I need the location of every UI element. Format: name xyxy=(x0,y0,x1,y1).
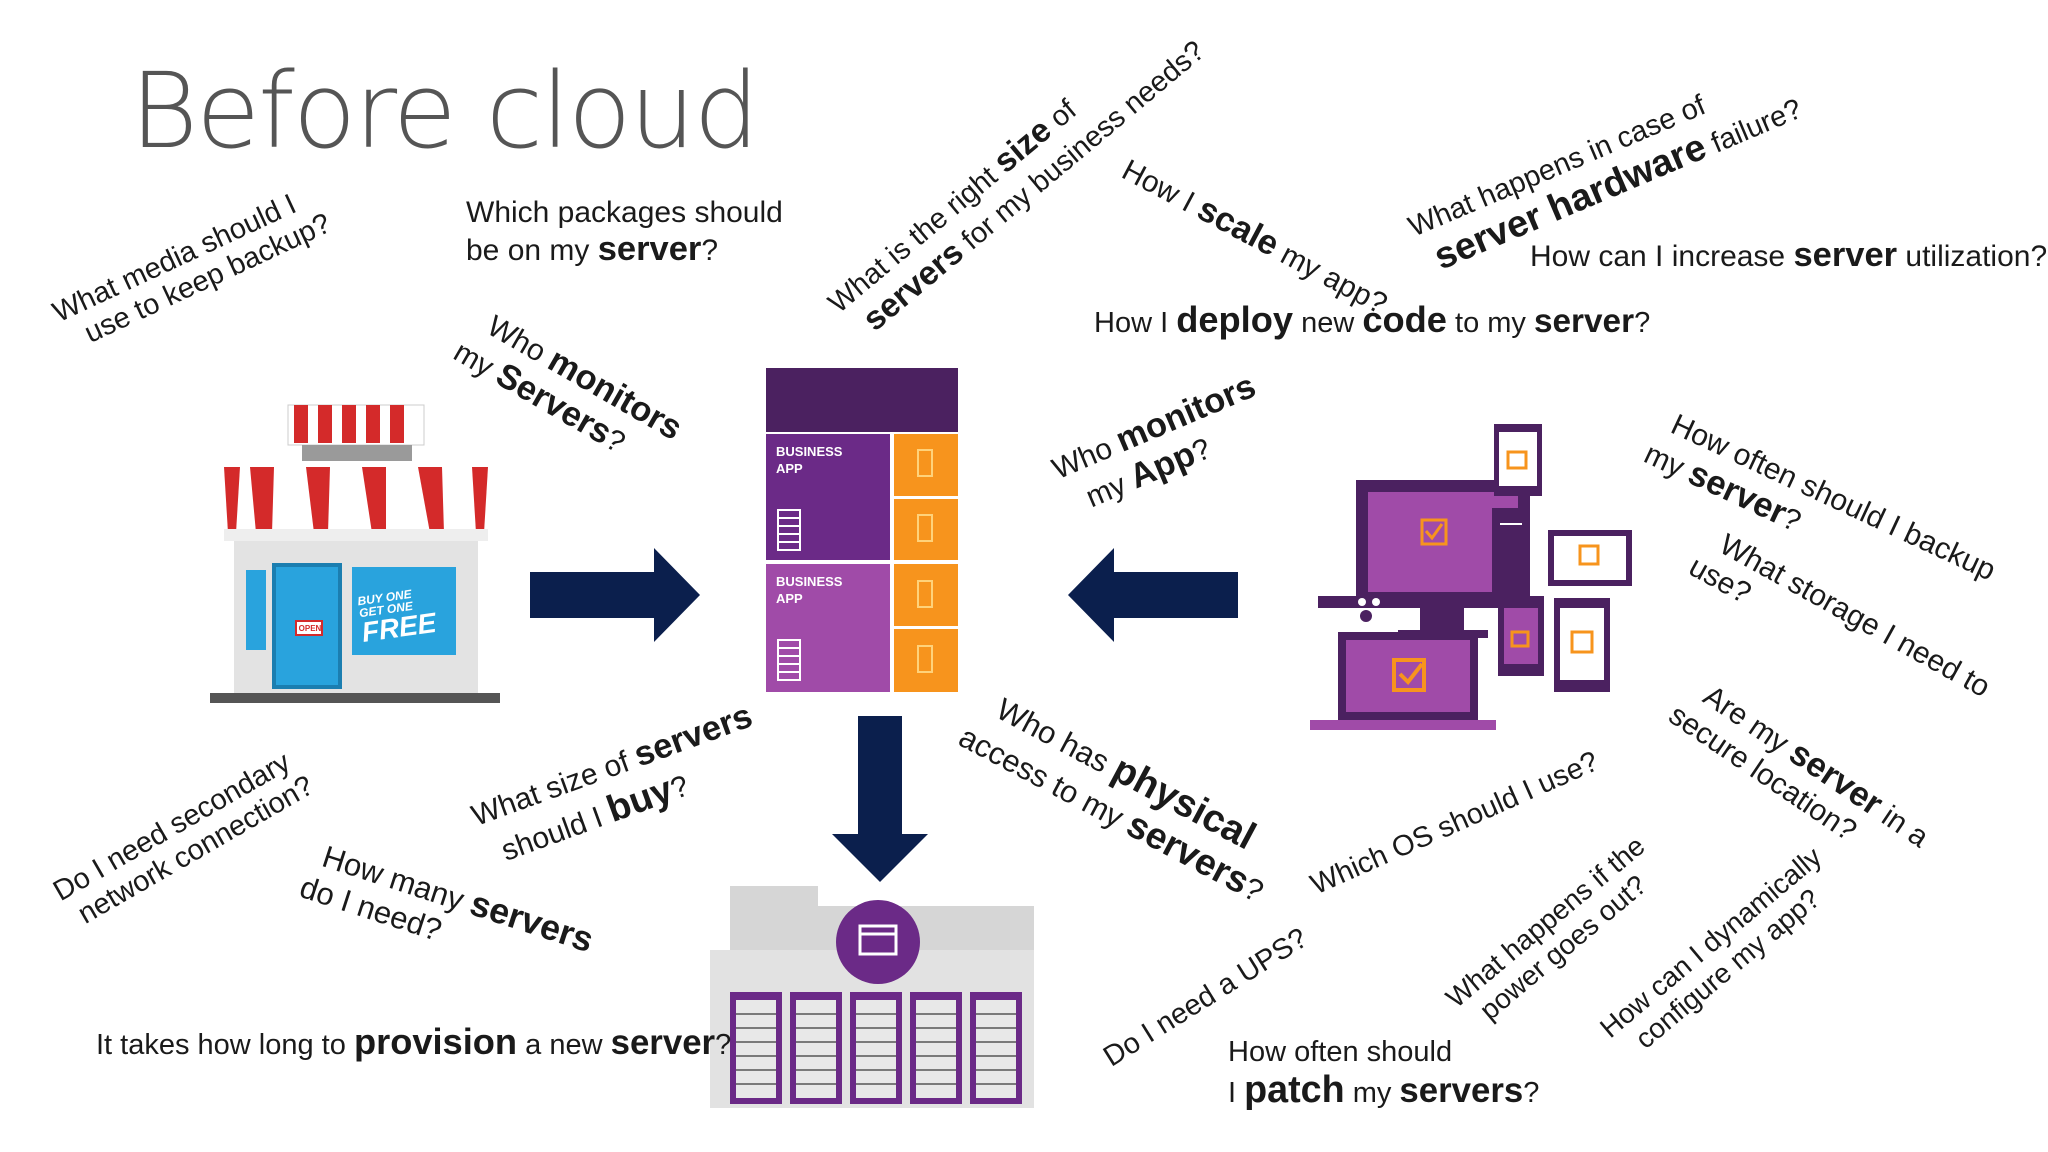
question-secondary: Do I need secondary network connection? xyxy=(48,746,320,931)
question-patch: How often should I patch my servers? xyxy=(1228,1036,1540,1111)
top-awning-stripes xyxy=(294,405,404,443)
question-deploy: How I deploy new code to my server? xyxy=(1094,299,1651,340)
question-size-servers: What size of servers should I buy? xyxy=(467,696,758,868)
server-rack-icon xyxy=(777,509,801,551)
arrow-right-icon xyxy=(530,548,700,642)
question-scale: How I scale my app? xyxy=(1116,153,1393,322)
devices-illustration xyxy=(1310,424,1632,730)
store-door-sign: OPEN xyxy=(298,624,322,633)
database-icons xyxy=(917,449,933,673)
business-app-block-1: BUSINESS APP xyxy=(766,434,890,560)
service-tile-4 xyxy=(894,629,958,692)
question-monitors-app: Who monitors my App? xyxy=(1047,366,1262,514)
business-app-label-2: BUSINESS APP xyxy=(776,574,843,606)
question-many-servers: How many servers do I need? xyxy=(295,838,599,961)
question-provision: It takes how long to provision a new ser… xyxy=(96,1021,732,1062)
business-app-label-1: BUSINESS APP xyxy=(776,444,843,476)
service-tile-1 xyxy=(894,434,958,496)
service-tile-2 xyxy=(894,499,958,560)
storefront-illustration xyxy=(210,404,500,703)
server-rack-icon xyxy=(777,639,801,681)
question-os: Which OS should I use? xyxy=(1306,745,1604,902)
question-packages: Which packages should be on my server? xyxy=(466,196,783,268)
arrow-down-icon xyxy=(832,716,928,882)
app-stack: BUSINESS APP BUSINESS APP xyxy=(766,368,958,692)
page-title: Before cloud xyxy=(130,50,759,172)
question-physical: Who has physical access to my servers? xyxy=(953,691,1270,910)
app-stack-header xyxy=(766,368,958,432)
service-tile-3 xyxy=(894,564,958,626)
datacenter-illustration xyxy=(710,886,1034,1108)
server-racks xyxy=(730,992,1022,1104)
store-window-sign: BUY ONE GET ONE FREE xyxy=(357,585,438,648)
question-utilization: How can I increase server utilization? xyxy=(1530,236,2048,274)
business-app-block-2: BUSINESS APP xyxy=(766,564,890,692)
question-media-backup: What media should I use to keep backup? xyxy=(48,188,336,350)
arrow-left-icon xyxy=(1068,548,1238,642)
